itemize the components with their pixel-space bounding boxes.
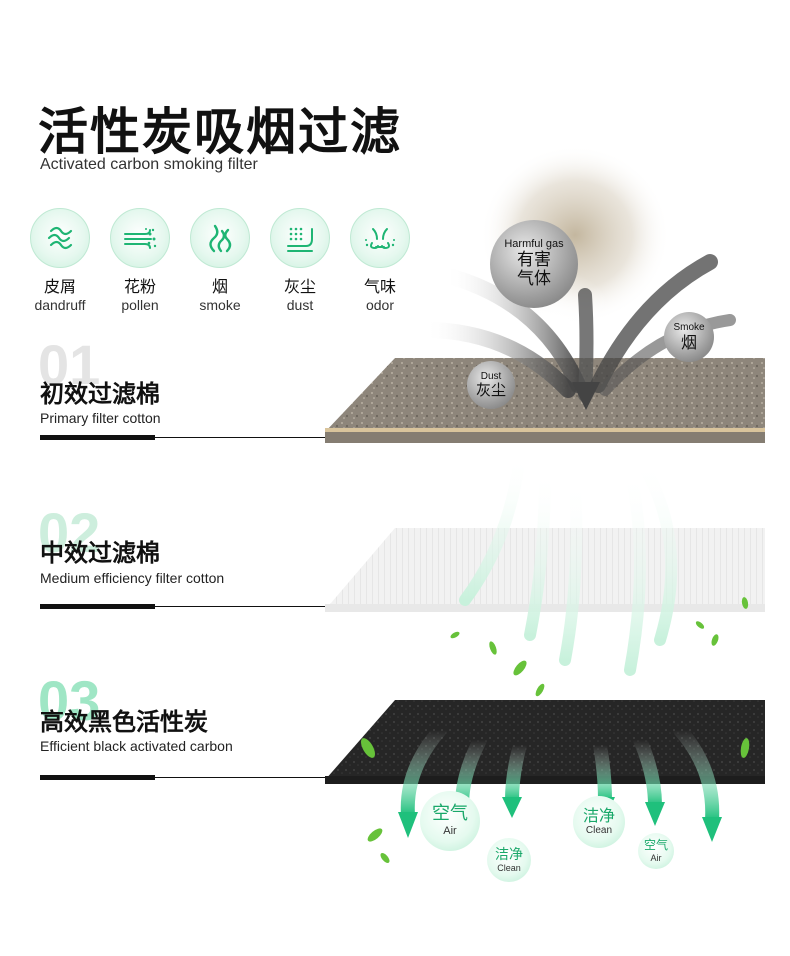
layer-title-medium: 中效过滤棉 xyxy=(40,539,160,567)
icon-label-cn: 花粉 xyxy=(123,277,156,296)
divider-thick xyxy=(40,775,155,780)
bubble-label-en: Dust xyxy=(480,370,502,382)
layer-number-01: 01 xyxy=(38,333,101,396)
layer-subtitle-carbon: Efficient black activated carbon xyxy=(40,738,233,754)
icon-label-cn: 灰尘 xyxy=(283,277,316,296)
page-title: 活性炭吸烟过滤 xyxy=(38,103,402,161)
bubble-label-en: Smoke xyxy=(673,322,705,334)
bubble-label-cn: 有害 xyxy=(517,249,551,270)
layer-number-02: 02 xyxy=(38,501,101,564)
pollutant-icon-row: 皮屑 dandruff 花粉 pollen 烟 smoke 灰尘 dust 气味… xyxy=(30,208,410,313)
odor-icon xyxy=(350,208,410,268)
bubble-label-cn: 洁净 xyxy=(495,846,523,863)
clean-bubble: 洁净 Clean xyxy=(487,838,531,882)
layer-title-primary: 初效过滤棉 xyxy=(40,380,160,408)
divider-thick xyxy=(40,604,155,609)
layer-subtitle-medium: Medium efficiency filter cotton xyxy=(40,570,225,586)
pollutant-dandruff: 皮屑 dandruff xyxy=(30,208,90,313)
smoke-icon xyxy=(190,208,250,268)
pollen-icon xyxy=(110,208,170,268)
pollutant-pollen: 花粉 pollen xyxy=(110,208,170,313)
bubble-label-en: Clean xyxy=(585,825,613,837)
bubble-label-en: Clean xyxy=(497,862,521,873)
icon-label-en: dandruff xyxy=(34,297,86,313)
icon-label-cn: 气味 xyxy=(363,277,396,296)
bubble-label-cn: 灰尘 xyxy=(475,381,506,400)
clean-bubble: 洁净 Clean xyxy=(573,796,625,848)
bubble-label-cn: 洁净 xyxy=(582,806,615,826)
bubble-label-en: Air xyxy=(443,825,457,838)
bubble-label-cn: 烟 xyxy=(680,332,697,352)
bubble-label-en: Air xyxy=(650,852,662,863)
icon-label-cn: 皮屑 xyxy=(43,277,76,296)
air-bubble: 空气 Air xyxy=(420,791,480,851)
layer-number-03: 03 xyxy=(38,669,101,732)
bubble-label-cn: 气体 xyxy=(517,269,551,290)
page-subtitle: Activated carbon smoking filter xyxy=(40,156,258,173)
divider-thin xyxy=(155,777,325,778)
icon-label-en: dust xyxy=(286,297,314,313)
dust-icon xyxy=(270,208,330,268)
pollutant-dust: 灰尘 dust xyxy=(270,208,330,313)
dandruff-icon xyxy=(30,208,90,268)
pollutant-odor: 气味 odor xyxy=(350,208,410,313)
divider-thin xyxy=(155,437,325,438)
bubble-label-cn: 空气 xyxy=(643,837,668,852)
layer-subtitle-primary: Primary filter cotton xyxy=(40,410,161,426)
bubble-label-cn: 空气 xyxy=(432,803,468,825)
icon-label-cn: 烟 xyxy=(211,277,228,296)
icon-label-en: pollen xyxy=(121,297,159,313)
dust-bubble: Dust 灰尘 xyxy=(467,361,515,409)
harmful-gas-bubble: Harmful gas 有害 气体 xyxy=(490,220,578,308)
bubble-label-en: Harmful gas xyxy=(504,238,564,251)
smoke-bubble: Smoke 烟 xyxy=(664,312,714,362)
divider-thin xyxy=(155,606,325,607)
icon-label-en: smoke xyxy=(199,297,241,313)
air-bubble: 空气 Air xyxy=(638,833,674,869)
icon-label-en: odor xyxy=(365,297,395,313)
pollutant-smoke: 烟 smoke xyxy=(190,208,250,313)
divider-thick xyxy=(40,435,155,440)
layer-title-carbon: 高效黑色活性炭 xyxy=(40,708,208,736)
